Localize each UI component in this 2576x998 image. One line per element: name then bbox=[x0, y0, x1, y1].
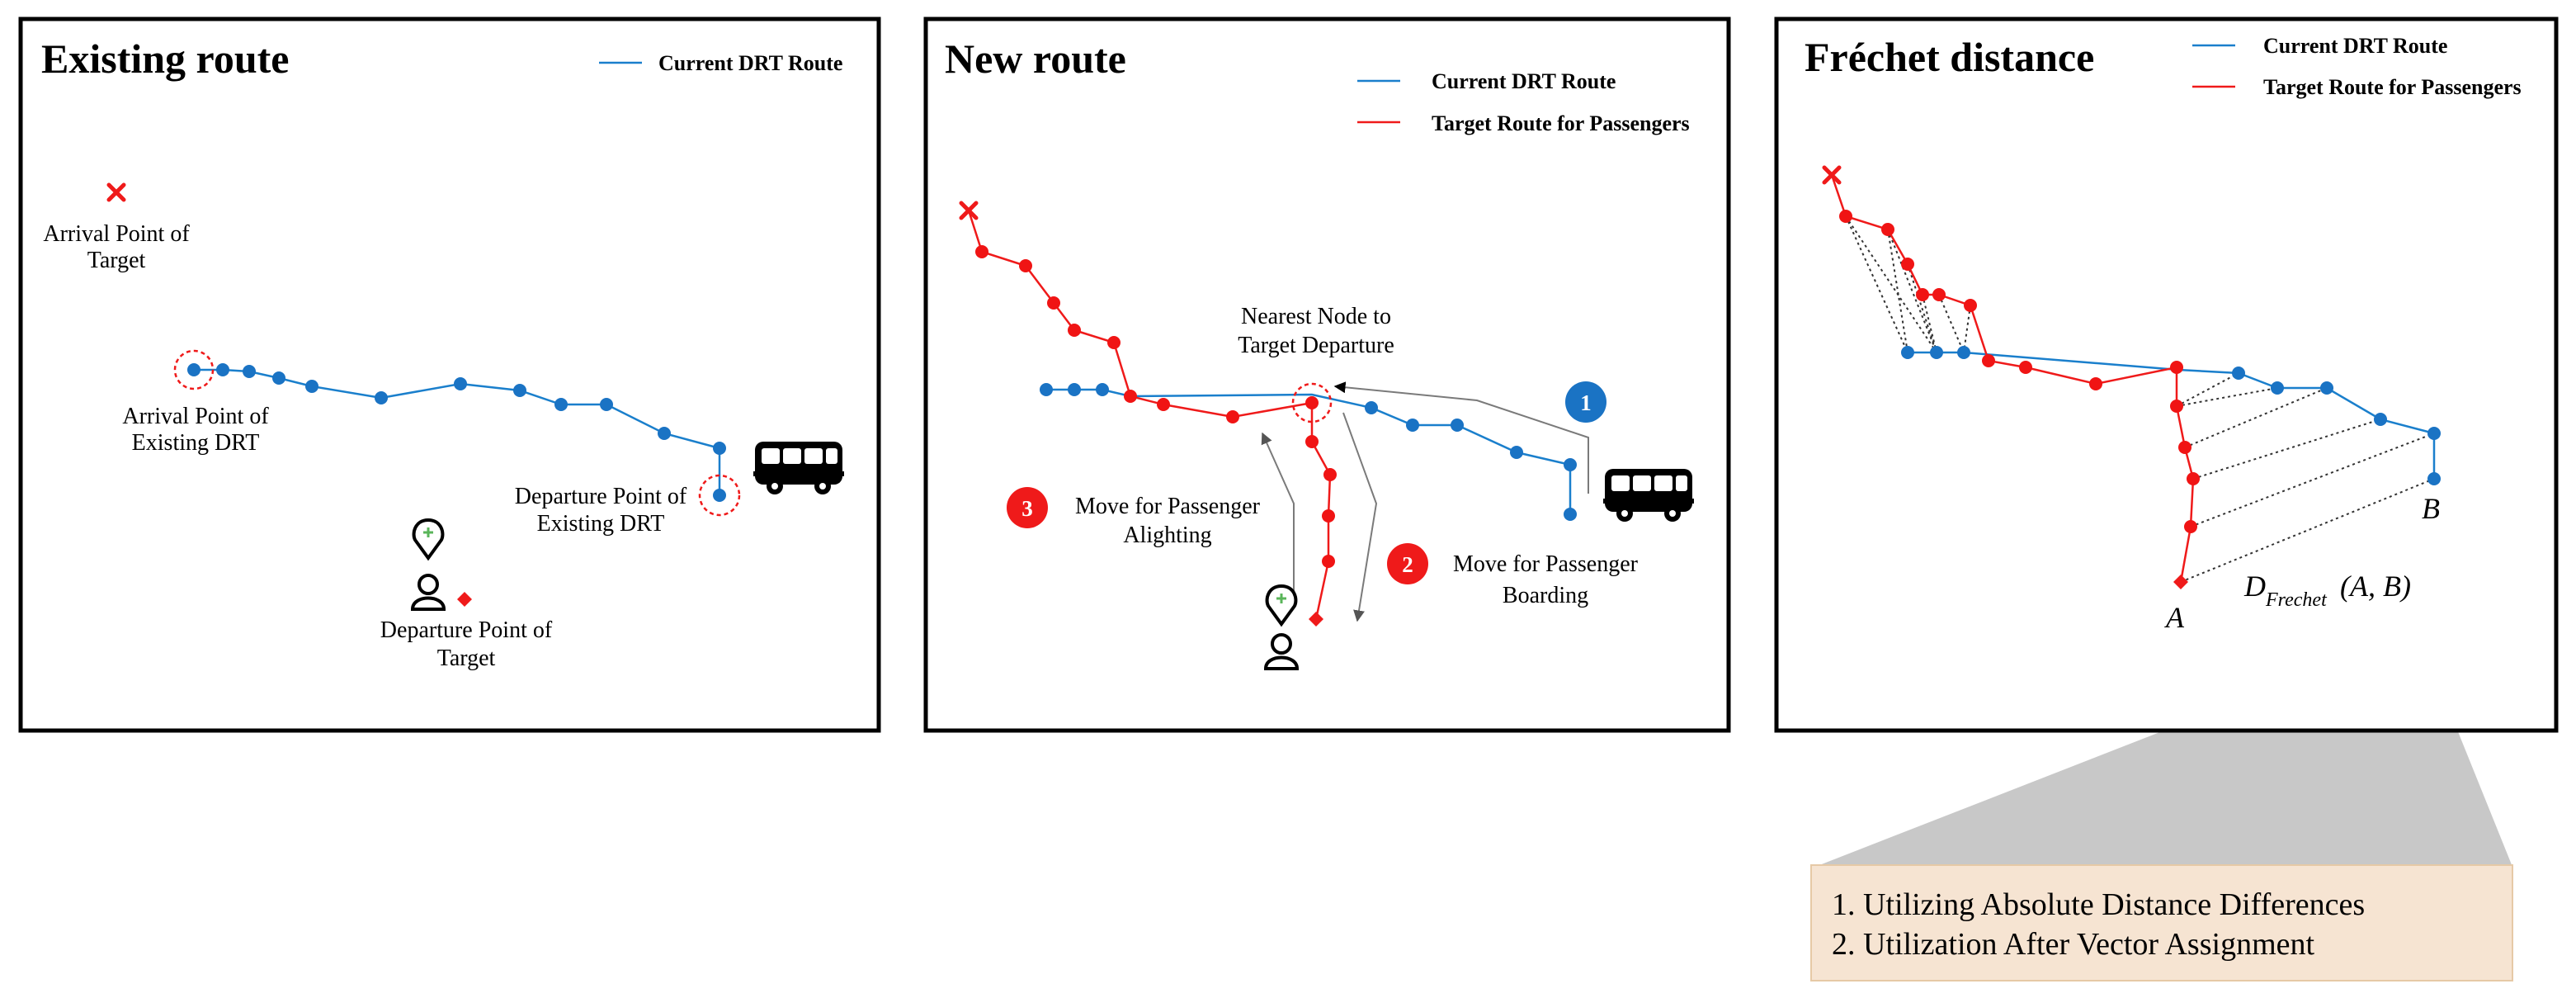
note-box bbox=[1810, 864, 2513, 981]
boarding-return-arrow bbox=[1342, 412, 1378, 622]
boarding-label: Boarding bbox=[1503, 583, 1588, 608]
svg-text:Frechet: Frechet bbox=[2265, 589, 2328, 611]
nearest-node-label: Nearest Node to bbox=[1241, 304, 1391, 329]
legend-current-route: Current DRT Route bbox=[658, 51, 842, 75]
point-a-label: A bbox=[2164, 601, 2185, 634]
legend-target-route: Target Route for Passengers bbox=[2263, 75, 2522, 99]
arrival-drt-ring bbox=[173, 349, 215, 390]
panel-title: New route bbox=[945, 35, 1126, 82]
step-badge-2-label: 2 bbox=[1402, 552, 1413, 577]
route-node bbox=[187, 363, 726, 502]
step-badge-2 bbox=[1387, 543, 1428, 584]
step-badge-3-label: 3 bbox=[1021, 496, 1033, 521]
panel-title: Existing route bbox=[41, 35, 290, 82]
arrival-target-label: Target bbox=[87, 248, 146, 273]
target-route bbox=[1830, 174, 2195, 583]
svg-text:D: D bbox=[2243, 570, 2266, 603]
alighting-label: Alighting bbox=[1123, 523, 1211, 548]
route-node bbox=[1040, 383, 1577, 521]
arrival-target-label: Arrival Point of bbox=[43, 221, 190, 247]
legend-current-route: Current DRT Route bbox=[1432, 69, 1616, 93]
panel-new-route: New route Current DRT Route Target Route… bbox=[923, 17, 1731, 733]
frechet-formula: D Frechet (A, B) bbox=[2243, 570, 2411, 611]
panel-frechet-distance: Fréchet distance Current DRT Route Targe… bbox=[1774, 17, 2559, 733]
nearest-node-label: Target Departure bbox=[1238, 333, 1394, 358]
panel-existing-route: Existing route Current DRT Route Arrival… bbox=[18, 17, 881, 733]
arrival-drt-label: Existing DRT bbox=[132, 430, 260, 456]
frechet-coupling-lines bbox=[1845, 215, 2435, 583]
legend-target-route: Target Route for Passengers bbox=[1432, 111, 1690, 135]
step-badge-1-label: 1 bbox=[1580, 390, 1592, 415]
target-node bbox=[1839, 210, 2200, 533]
departure-target-label: Target bbox=[437, 646, 496, 671]
nearest-node-ring bbox=[1291, 382, 1333, 423]
alighting-path-arrow bbox=[1261, 432, 1295, 594]
note-item-2: 2. Utilization After Vector Assignment bbox=[1832, 927, 2314, 962]
point-b-label: B bbox=[2422, 492, 2440, 525]
boarding-label: Move for Passenger bbox=[1453, 551, 1639, 577]
alighting-label: Move for Passenger bbox=[1075, 494, 1261, 519]
departure-drt-label: Existing DRT bbox=[537, 511, 665, 537]
step-badge-1 bbox=[1565, 381, 1606, 423]
departure-target-label: Departure Point of bbox=[380, 617, 553, 643]
arrival-drt-label: Arrival Point of bbox=[122, 404, 269, 429]
departure-drt-ring bbox=[698, 474, 741, 517]
boarding-path-arrow bbox=[1333, 381, 1589, 494]
note-item-1: 1. Utilizing Absolute Distance Differenc… bbox=[1832, 887, 2365, 922]
target-node bbox=[975, 245, 1337, 568]
svg-text:(A, B): (A, B) bbox=[2340, 570, 2411, 603]
departure-drt-label: Departure Point of bbox=[515, 484, 687, 509]
current-drt-route bbox=[1908, 351, 2436, 479]
route-node bbox=[1901, 346, 2441, 485]
panel-title: Fréchet distance bbox=[1805, 34, 2094, 80]
legend-current-route: Current DRT Route bbox=[2263, 34, 2447, 58]
step-badge-3 bbox=[1007, 487, 1048, 528]
